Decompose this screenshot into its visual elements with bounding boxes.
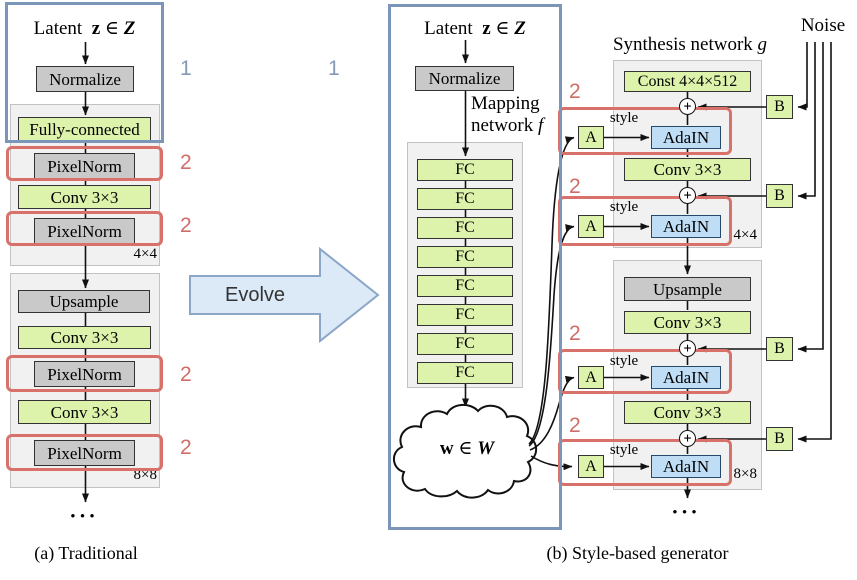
const-box: Const 4×4×512	[624, 71, 751, 92]
marker-2-right-3: 2	[569, 322, 581, 345]
marker-2-left-1: 2	[180, 151, 192, 174]
w-space-cloud	[393, 404, 538, 499]
normalize-box-left: Normalize	[36, 66, 134, 92]
fc-box-1: FC	[417, 159, 513, 181]
noise-b-box-1: B	[766, 95, 793, 119]
fc-box-8: FC	[417, 362, 513, 384]
conv-box-right-1: Conv 3×3	[624, 158, 751, 181]
affine-a-box-1: A	[578, 126, 604, 149]
latent-z-label-right: Latent z ∈ Z	[424, 18, 526, 39]
marker-2-right-2: 2	[569, 175, 581, 198]
mapping-network-label: Mapping network f	[471, 93, 544, 136]
caption-b: (b) Style-based generator	[546, 543, 729, 563]
highlight-pixelnorm-3	[6, 355, 163, 392]
noise-label: Noise	[800, 15, 846, 36]
conv-box-left-3: Conv 3×3	[18, 400, 151, 424]
conv-box-left-1: Conv 3×3	[18, 185, 151, 209]
caption-a: (a) Traditional	[34, 543, 138, 563]
fc-box-7: FC	[417, 333, 513, 355]
highlight-pixelnorm-1	[6, 146, 163, 181]
adain-box-1: AdaIN	[651, 126, 721, 149]
marker-2-right-4: 2	[569, 414, 581, 437]
adain-box-3: AdaIN	[651, 366, 721, 389]
style-label-2: style	[609, 199, 639, 215]
upsample-box-right: Upsample	[624, 277, 751, 301]
affine-a-box-2: A	[578, 215, 604, 238]
noise-b-box-2: B	[766, 184, 793, 208]
style-label-4: style	[609, 442, 639, 458]
latent-z-label-left: Latent z ∈ Z	[33, 18, 136, 39]
conv-box-left-2: Conv 3×3	[18, 326, 151, 349]
conv-box-right-2: Conv 3×3	[624, 311, 751, 334]
fc-box-3: FC	[417, 217, 513, 239]
marker-2-left-2: 2	[180, 214, 192, 237]
upsample-box-left: Upsample	[18, 290, 150, 313]
continuation-dots-left: •••	[70, 508, 100, 523]
add-noise-node-2: +	[679, 187, 696, 204]
evolve-arrow-shape	[189, 246, 380, 344]
highlight-mapping-region-left	[5, 2, 164, 143]
noise-b-box-4: B	[766, 427, 793, 451]
fully-connected-box: Fully-connected	[18, 117, 151, 141]
noise-b-box-3: B	[766, 337, 793, 361]
fc-box-5: FC	[417, 275, 513, 297]
highlight-pixelnorm-4	[6, 434, 163, 471]
w-space-label: w ∈ W	[439, 438, 495, 459]
add-noise-node-4: +	[679, 430, 696, 447]
marker-2-left-3: 2	[180, 363, 192, 386]
adain-box-4: AdaIN	[651, 455, 721, 478]
pixelnorm-box-3: PixelNorm	[34, 361, 135, 387]
add-noise-node-1: +	[679, 98, 696, 115]
fc-box-6: FC	[417, 304, 513, 326]
add-noise-node-3: +	[679, 340, 696, 357]
marker-2-left-4: 2	[180, 436, 192, 459]
highlight-pixelnorm-2	[6, 211, 163, 246]
marker-1-left: 1	[180, 57, 192, 80]
synthesis-network-label: Synthesis network g	[612, 34, 768, 55]
affine-a-box-4: A	[578, 455, 604, 478]
affine-a-box-3: A	[578, 366, 604, 389]
resolution-4x4-right: 4×4	[733, 227, 757, 243]
resolution-4x4-left: 4×4	[133, 246, 157, 262]
marker-2-right-1: 2	[569, 80, 581, 103]
pixelnorm-box-2: PixelNorm	[34, 218, 135, 244]
style-label-1: style	[609, 110, 639, 126]
fc-box-2: FC	[417, 188, 513, 210]
resolution-8x8-left: 8×8	[133, 467, 157, 483]
fc-box-4: FC	[417, 246, 513, 268]
continuation-dots-right: •••	[672, 504, 702, 519]
normalize-box-right: Normalize	[415, 66, 514, 91]
style-label-3: style	[609, 353, 639, 369]
adain-box-2: AdaIN	[651, 215, 721, 238]
highlight-mapping-region-right	[388, 4, 562, 530]
resolution-8x8-right: 8×8	[733, 466, 757, 482]
evolve-label: Evolve	[224, 284, 286, 306]
pixelnorm-box-4: PixelNorm	[34, 440, 135, 466]
conv-box-right-3: Conv 3×3	[624, 401, 751, 424]
marker-1-right: 1	[328, 57, 340, 80]
